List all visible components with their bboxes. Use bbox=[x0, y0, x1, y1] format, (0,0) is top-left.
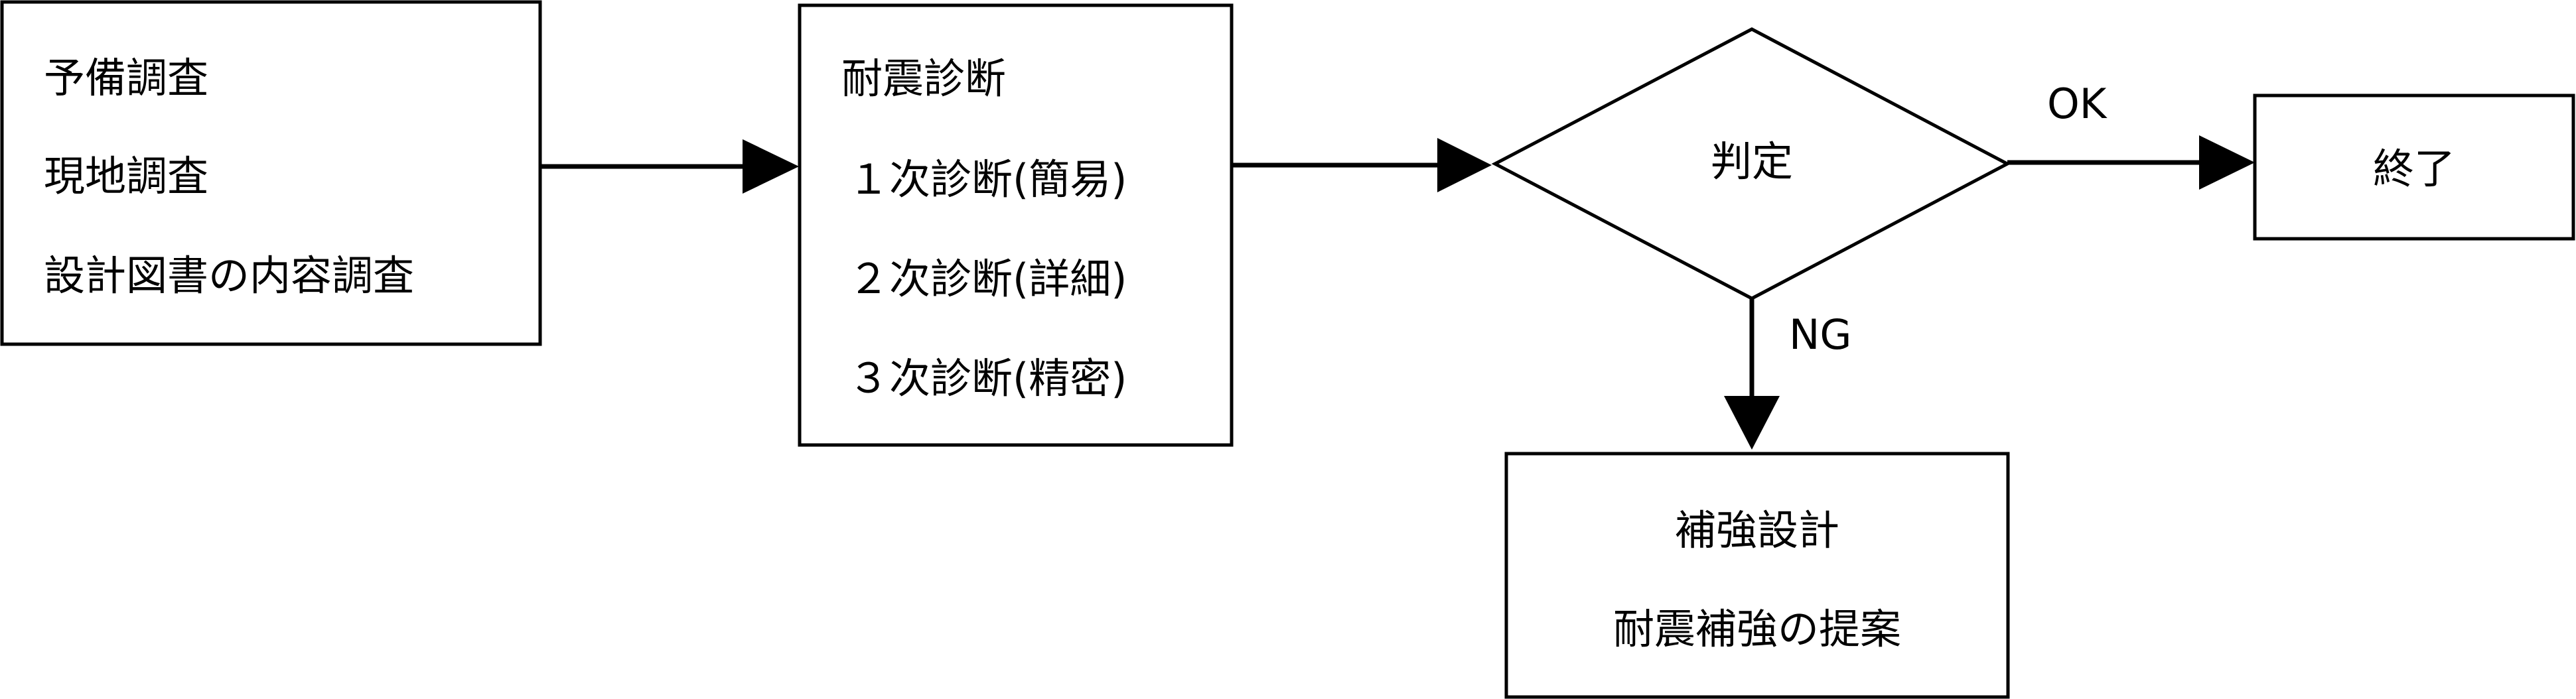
arrowhead-down-icon bbox=[1724, 396, 1780, 450]
diagnosis-line-1: １次診断(簡易) bbox=[848, 155, 1127, 204]
diagnosis-line-3: ３次診断(精密) bbox=[848, 354, 1127, 403]
ok-label: OK bbox=[2047, 80, 2108, 128]
edge-judgment-to-reinforcement: NG bbox=[1724, 298, 1851, 450]
survey-line-1: 予備調査 bbox=[44, 54, 208, 102]
survey-line-3: 設計図書の内容調査 bbox=[44, 251, 414, 300]
ng-label: NG bbox=[1789, 310, 1851, 359]
survey-node: 予備調査 現地調査 設計図書の内容調査 bbox=[0, 0, 542, 346]
arrowhead-right-icon bbox=[743, 139, 799, 194]
end-label: 終了 bbox=[2373, 145, 2455, 193]
judgment-label: 判定 bbox=[1711, 137, 1793, 186]
reinforcement-line-2: 耐震補強の提案 bbox=[1613, 605, 1901, 653]
arrowhead-right-icon bbox=[1437, 138, 1492, 192]
diagnosis-line-2: ２次診断(詳細) bbox=[848, 255, 1127, 303]
edge-survey-to-diagnosis bbox=[540, 139, 799, 194]
end-node: 終了 bbox=[2253, 94, 2575, 241]
end-box bbox=[2253, 94, 2575, 241]
arrowhead-right-icon bbox=[2199, 135, 2255, 190]
diagnosis-title: 耐震診断 bbox=[841, 54, 1006, 103]
diagnosis-node: 耐震診断 １次診断(簡易) ２次診断(詳細) ３次診断(精密) bbox=[798, 3, 1234, 447]
reinforcement-node: 補強設計 耐震補強の提案 bbox=[1504, 452, 2010, 699]
reinforcement-line-1: 補強設計 bbox=[1675, 506, 1839, 554]
survey-box bbox=[0, 0, 542, 346]
survey-line-2: 現地調査 bbox=[44, 152, 208, 200]
reinforcement-box bbox=[1504, 452, 2010, 699]
diagnosis-box bbox=[798, 3, 1234, 447]
judgment-node: 判定 bbox=[1491, 27, 2011, 300]
edge-diagnosis-to-judgment bbox=[1232, 138, 1492, 192]
edge-judgment-to-end: OK bbox=[2007, 80, 2255, 190]
